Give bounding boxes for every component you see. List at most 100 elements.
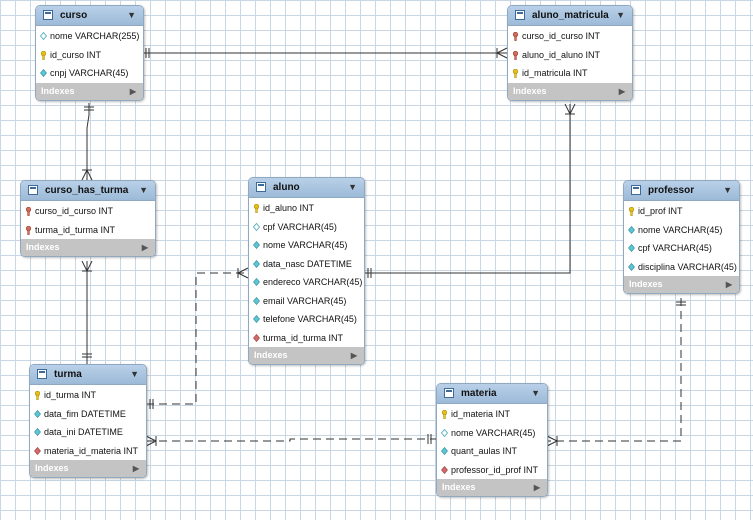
column-row[interactable]: email VARCHAR(45) (249, 292, 364, 311)
table-aluno-matricula[interactable]: aluno_matricula ▼ curso_id_curso INT alun… (507, 5, 633, 101)
chevron-down-icon[interactable]: ▼ (139, 185, 148, 195)
expand-arrow-icon[interactable]: ▶ (132, 464, 139, 473)
column-label: data_fim DATETIME (44, 408, 126, 419)
column-row[interactable]: cnpj VARCHAR(45) (36, 64, 143, 83)
column-label: email VARCHAR(45) (263, 295, 347, 306)
column-label: professor_id_prof INT (451, 464, 539, 475)
chevron-down-icon[interactable]: ▼ (348, 182, 357, 192)
column-label: turma_id_turma INT (263, 332, 344, 343)
column-row[interactable]: nome VARCHAR(45) (624, 221, 739, 240)
indexes-bar[interactable]: Indexes ▶ (30, 460, 146, 477)
indexes-bar[interactable]: Indexes ▶ (21, 239, 155, 256)
column-list: id_prof INT nome VARCHAR(45)cpf VARCHAR(4… (624, 201, 739, 276)
table-materia[interactable]: materia ▼ id_materia INT nome VARCHAR(45)… (436, 383, 548, 497)
indexes-label: Indexes (35, 463, 69, 473)
diamond-outline-icon (441, 428, 448, 437)
column-row[interactable]: id_turma INT (30, 386, 146, 405)
table-curso[interactable]: curso ▼ nome VARCHAR(255) id_curso INT cnp… (35, 5, 144, 101)
column-row[interactable]: telefone VARCHAR(45) (249, 310, 364, 329)
column-label: id_materia INT (451, 409, 511, 419)
table-name: aluno_matricula (532, 10, 609, 21)
column-row[interactable]: aluno_id_aluno INT (508, 46, 632, 65)
table-header[interactable]: aluno_matricula ▼ (508, 6, 632, 26)
column-row[interactable]: nome VARCHAR(45) (437, 424, 547, 443)
indexes-bar[interactable]: Indexes ▶ (249, 347, 364, 364)
table-header[interactable]: curso_has_turma ▼ (21, 181, 155, 201)
table-header[interactable]: aluno ▼ (249, 178, 364, 198)
column-row[interactable]: id_prof INT (624, 202, 739, 221)
column-row[interactable]: turma_id_turma INT (21, 221, 155, 240)
table-turma[interactable]: turma ▼ id_turma INT data_fim DATETIME dat… (29, 364, 147, 478)
chevron-down-icon[interactable]: ▼ (616, 10, 625, 20)
indexes-bar[interactable]: Indexes ▶ (508, 82, 632, 100)
indexes-bar[interactable]: Indexes ▶ (36, 82, 143, 100)
expand-arrow-icon[interactable]: ▶ (141, 243, 148, 252)
chevron-down-icon[interactable]: ▼ (531, 388, 540, 398)
column-row[interactable]: materia_id_materia INT (30, 442, 146, 461)
column-row[interactable]: nome VARCHAR(45) (249, 236, 364, 255)
column-label: endereco VARCHAR(45) (263, 277, 363, 287)
rel-professor-materia[interactable] (546, 298, 686, 447)
expand-arrow-icon[interactable]: ▶ (725, 280, 732, 289)
column-row[interactable]: id_aluno INT (249, 199, 364, 218)
rel-turma-aluno[interactable] (146, 267, 249, 409)
column-label: nome VARCHAR(255) (50, 31, 140, 41)
foreign-key-icon (25, 225, 32, 235)
table-header[interactable]: curso ▼ (36, 6, 143, 26)
column-label: cnpj VARCHAR(45) (50, 68, 129, 78)
column-row[interactable]: id_materia INT (437, 405, 547, 424)
table-professor[interactable]: professor ▼ id_prof INT nome VARCHAR(45)c… (623, 180, 740, 294)
column-label: curso_id_curso INT (522, 31, 601, 41)
rel-materia-turma[interactable] (145, 434, 436, 447)
table-header[interactable]: turma ▼ (30, 365, 146, 385)
diamond-cyan-icon (628, 225, 635, 234)
indexes-bar[interactable]: Indexes ▶ (437, 479, 547, 496)
expand-arrow-icon[interactable]: ▶ (533, 483, 540, 492)
column-label: quant_aulas INT (451, 446, 518, 456)
column-label: id_matricula INT (522, 68, 588, 78)
table-icon (631, 185, 641, 195)
column-row[interactable]: cpf VARCHAR(45) (624, 239, 739, 258)
column-row[interactable]: id_curso INT (36, 46, 143, 65)
column-row[interactable]: turma_id_turma INT (249, 329, 364, 348)
rel-aluno-aluno-matricula[interactable] (364, 103, 576, 278)
column-row[interactable]: data_fim DATETIME (30, 405, 146, 424)
column-row[interactable]: professor_id_prof INT (437, 461, 547, 480)
indexes-bar[interactable]: Indexes ▶ (624, 276, 739, 293)
expand-arrow-icon[interactable]: ▶ (129, 86, 136, 96)
primary-key-icon (253, 204, 260, 213)
rel-turma-curso-has-turma[interactable] (81, 260, 93, 364)
chevron-down-icon[interactable]: ▼ (130, 369, 139, 379)
table-icon (43, 10, 53, 20)
primary-key-icon (628, 207, 635, 216)
column-row[interactable]: nome VARCHAR(255) (36, 27, 143, 46)
indexes-label: Indexes (26, 242, 60, 252)
column-row[interactable]: curso_id_curso INT (21, 202, 155, 221)
diamond-cyan-icon (441, 447, 448, 455)
table-header[interactable]: professor ▼ (624, 181, 739, 201)
expand-arrow-icon[interactable]: ▶ (618, 86, 625, 96)
expand-arrow-icon[interactable]: ▶ (350, 351, 357, 360)
diamond-cyan-icon (253, 259, 260, 268)
indexes-label: Indexes (629, 279, 663, 289)
column-row[interactable]: quant_aulas INT (437, 442, 547, 461)
column-row[interactable]: endereco VARCHAR(45) (249, 273, 364, 292)
column-row[interactable]: cpf VARCHAR(45) (249, 218, 364, 237)
foreign-key-icon (512, 50, 519, 60)
chevron-down-icon[interactable]: ▼ (127, 10, 136, 20)
column-row[interactable]: data_nasc DATETIME (249, 255, 364, 274)
column-list: nome VARCHAR(255) id_curso INT cnpj VARCHA… (36, 26, 143, 83)
column-row[interactable]: id_matricula INT (508, 64, 632, 83)
rel-curso-curso-has-turma[interactable] (81, 103, 94, 181)
table-header[interactable]: materia ▼ (437, 384, 547, 404)
column-row[interactable]: curso_id_curso INT (508, 27, 632, 46)
column-label: id_prof INT (638, 206, 683, 216)
column-row[interactable]: disciplina VARCHAR(45) (624, 258, 739, 277)
column-row[interactable]: data_ini DATETIME (30, 423, 146, 442)
rel-curso-aluno-matricula[interactable] (142, 47, 508, 59)
column-label: disciplina VARCHAR(45) (638, 261, 737, 272)
chevron-down-icon[interactable]: ▼ (723, 185, 732, 195)
